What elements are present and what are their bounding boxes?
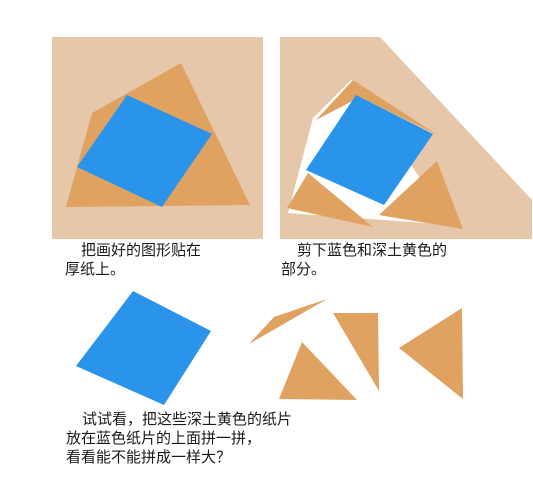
caption-step-1-line-1: 把画好的图形贴在 (81, 241, 202, 259)
caption-step-3-line-3: 看看能不能拼成一样大？ (66, 448, 232, 466)
caption-step-3: 试试看，把这些深土黄色的纸片 放在蓝色纸片的上面拼一拼， 看看能不能拼成一样大？ (66, 410, 292, 467)
caption-step-1: 把画好的图形贴在 厚纸上。 (65, 241, 201, 279)
orange-triangle-small (279, 342, 357, 400)
orange-triangle-large (399, 308, 463, 399)
panel-cut-pieces (280, 37, 532, 239)
caption-step-3-line-1: 试试看，把这些深土黄色的纸片 (82, 410, 293, 428)
orange-piece-top (316, 80, 436, 134)
panel-orange-triangles (249, 299, 463, 400)
caption-step-2-line-2: 部分。 (281, 260, 327, 278)
panel-pasted-figure (52, 37, 263, 239)
caption-step-2-line-1: 剪下蓝色和深土黄色的 (297, 241, 448, 259)
blue-square (77, 95, 212, 207)
orange-piece-right (379, 161, 463, 229)
orange-piece-left (287, 173, 373, 227)
caption-step-2: 剪下蓝色和深土黄色的 部分。 (281, 241, 447, 279)
orange-triangle-right-angle (333, 313, 379, 391)
caption-step-1-line-2: 厚纸上。 (65, 260, 126, 278)
orange-triangle-sliver (249, 299, 327, 344)
blue-square-cut (306, 95, 433, 205)
caption-step-3-line-2: 放在蓝色纸片的上面拼一拼， (66, 429, 262, 447)
loose-blue-square (76, 291, 211, 405)
